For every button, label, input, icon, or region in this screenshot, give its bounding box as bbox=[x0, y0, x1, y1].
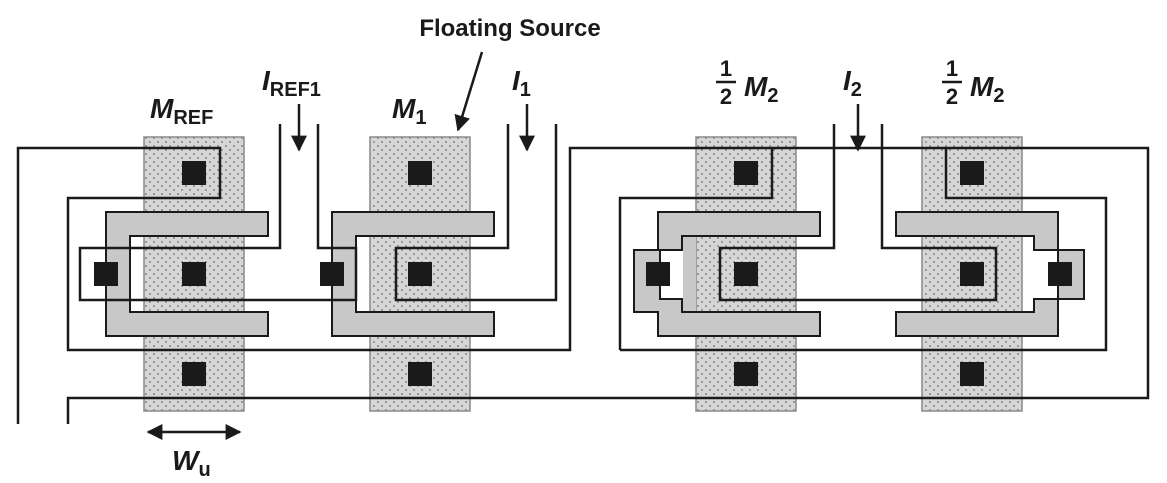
poly-gate-m1 bbox=[331, 211, 495, 337]
svg-text:M2: M2 bbox=[970, 71, 1004, 107]
contact-m2r-top bbox=[960, 161, 984, 185]
metal-m2-left-bottom bbox=[620, 148, 1108, 352]
contact-m2l-mid bbox=[734, 262, 758, 286]
poly-gate-mref bbox=[105, 211, 269, 337]
contact-m2l-top bbox=[734, 161, 758, 185]
metal-i1 bbox=[394, 124, 558, 302]
contact-left-end bbox=[94, 262, 118, 286]
poly-cutouts bbox=[683, 237, 696, 311]
metal-iref1 bbox=[78, 124, 358, 302]
contacts bbox=[94, 161, 1072, 386]
contact-m2l-bot bbox=[734, 362, 758, 386]
svg-text:M2: M2 bbox=[744, 71, 778, 107]
mref-label: MREF bbox=[150, 93, 213, 129]
contact-gate-m2l bbox=[646, 262, 670, 286]
metal-left-rail bbox=[16, 146, 1150, 424]
m2-right-label: 1 2 M2 bbox=[942, 56, 1004, 109]
metal-i2 bbox=[718, 124, 998, 302]
metal-routing bbox=[16, 124, 1150, 424]
metal-m2-left-box bbox=[618, 148, 774, 350]
contact-mref-top bbox=[182, 161, 206, 185]
iref1-label: IREF1 bbox=[262, 65, 321, 101]
diffusion-strips bbox=[143, 136, 1023, 412]
m1-label: M1 bbox=[392, 93, 426, 129]
contact-m2r-bot bbox=[960, 362, 984, 386]
contact-m1-mid bbox=[408, 262, 432, 286]
m2-right-num: 1 bbox=[946, 56, 958, 81]
floating-source-arrow bbox=[454, 51, 484, 132]
contact-mref-mid bbox=[182, 262, 206, 286]
m2-left-label: 1 2 M2 bbox=[716, 56, 778, 109]
current-arrows bbox=[146, 51, 866, 440]
i2-label: I2 bbox=[843, 65, 862, 101]
m2-left-num: 1 bbox=[720, 56, 732, 81]
contact-m2r-mid bbox=[960, 262, 984, 286]
contact-mref-bot bbox=[182, 362, 206, 386]
contact-m1-top bbox=[408, 161, 432, 185]
contact-m1-bot bbox=[408, 362, 432, 386]
i1-label: I1 bbox=[512, 65, 531, 101]
contact-gate-m1 bbox=[320, 262, 344, 286]
contact-gate-m2r bbox=[1048, 262, 1072, 286]
m2-left-den: 2 bbox=[720, 84, 732, 109]
poly-gate-m2-right bbox=[895, 211, 1085, 337]
wu-label: Wu bbox=[172, 445, 211, 481]
labels: Floating Source MREF IREF1 M1 I1 1 2 M2 bbox=[150, 15, 1004, 481]
poly-gates bbox=[105, 211, 1085, 337]
m2-right-den: 2 bbox=[946, 84, 958, 109]
poly-gate-m2-left bbox=[633, 211, 821, 337]
floating-source-label: Floating Source bbox=[419, 15, 600, 42]
